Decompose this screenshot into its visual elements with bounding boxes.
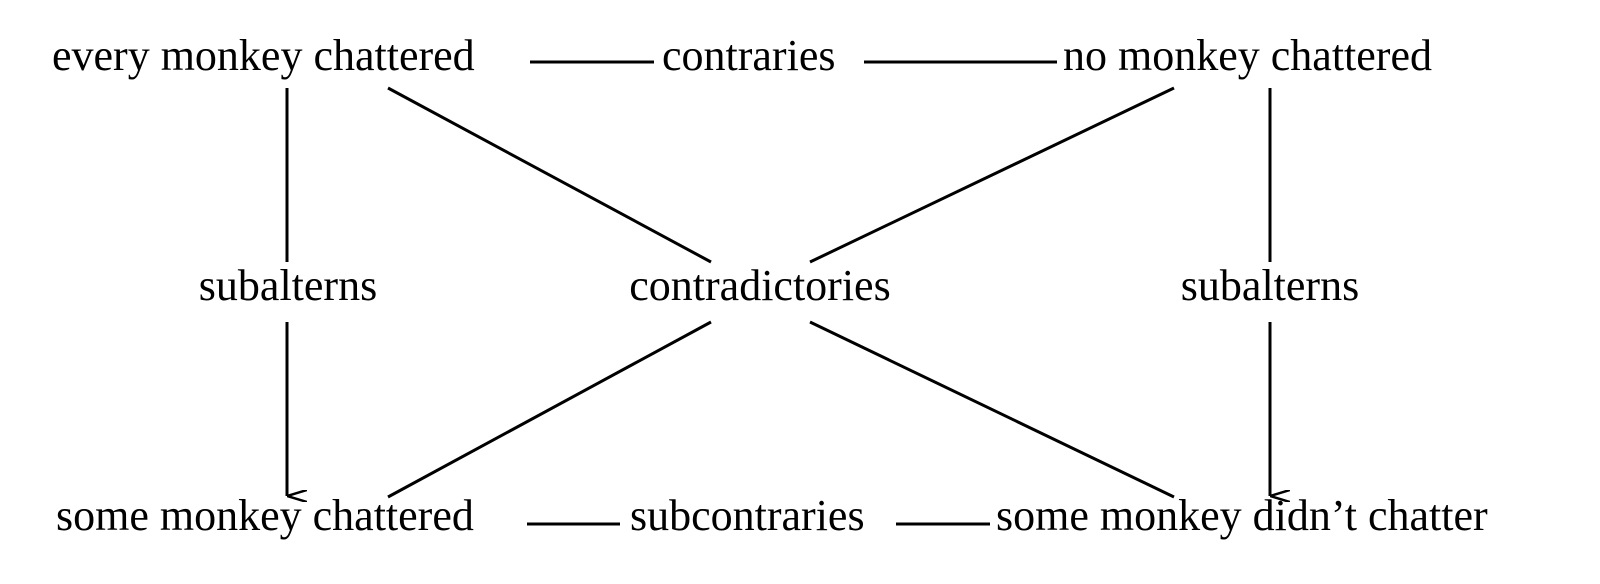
relation-contradictories-label: contradictories	[629, 261, 890, 310]
corner-bottom-left: some monkey chattered	[56, 491, 474, 540]
corner-top-left: every monkey chattered	[52, 31, 475, 80]
contradictories-diagonal-bottom-left	[387, 320, 712, 499]
relation-subalterns-right-label: subalterns	[1181, 261, 1359, 310]
relation-contraries-label: contraries	[662, 31, 835, 80]
corner-top-right: no monkey chattered	[1063, 31, 1432, 80]
relation-subcontraries-label: subcontraries	[630, 491, 865, 540]
relation-subalterns-left-label: subalterns	[199, 261, 377, 310]
contradictories-diagonal-top-right	[809, 86, 1175, 264]
corner-bottom-right: some monkey didn’t chatter	[996, 491, 1488, 540]
contradictories-diagonal-top-left	[387, 86, 712, 264]
contradictories-diagonal-bottom-right	[809, 320, 1175, 499]
